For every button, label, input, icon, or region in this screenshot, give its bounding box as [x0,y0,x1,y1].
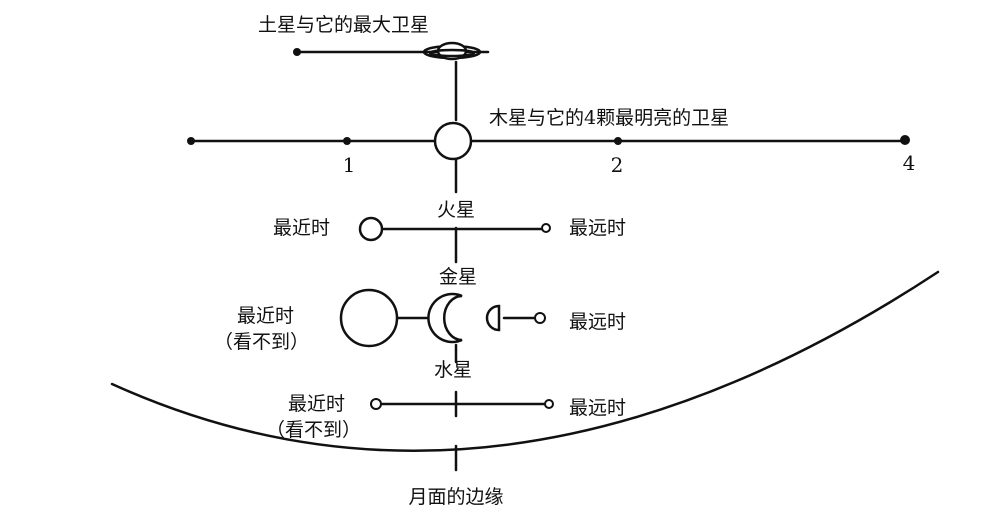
mercury-label: 水星 [434,359,472,381]
mercury-not-visible-label: （看不到） [266,419,361,441]
mercury-farthest-label: 最远时 [569,397,626,419]
jupiter-planet [433,121,473,161]
venus-crescent [427,292,463,344]
venus-farthest-disk [534,312,546,324]
jupiter-satellite-dot [187,137,195,145]
jupiter-moon-number: 1 [343,153,356,177]
mars-label: 火星 [437,199,475,221]
jupiter-satellite-dot [614,137,622,145]
jupiter-satellite-dot [900,135,910,145]
jupiter-moon-number: 2 [611,153,624,177]
jupiter-label: 木星与它的4颗最明亮的卫星 [489,107,729,129]
venus-label: 金星 [439,266,477,288]
mercury-nearest-disk [370,398,382,410]
venus-nearest-label: 最近时 [237,305,294,327]
moon-edge-arc [110,270,940,452]
venus-nearest-disk [339,288,399,348]
mars-farthest-label: 最远时 [569,217,626,239]
venus-farthest-label: 最远时 [569,311,626,333]
jupiter-satellite-dot [343,137,351,145]
mars-nearest-disk [358,216,384,242]
mars-nearest-label: 最近时 [273,217,330,239]
venus-not-visible-label: （看不到） [214,331,309,353]
saturn-ring-front [428,48,476,58]
saturn-label: 土星与它的最大卫星 [258,14,429,36]
mercury-farthest-disk [544,399,554,409]
saturn-satellite-dot [293,48,301,56]
jupiter-moon-number: 4 [903,151,916,175]
venus-half-phase [485,304,501,332]
mercury-nearest-label: 最近时 [288,393,345,415]
moon-edge-label: 月面的边缘 [408,486,503,508]
mars-farthest-disk [541,223,551,233]
